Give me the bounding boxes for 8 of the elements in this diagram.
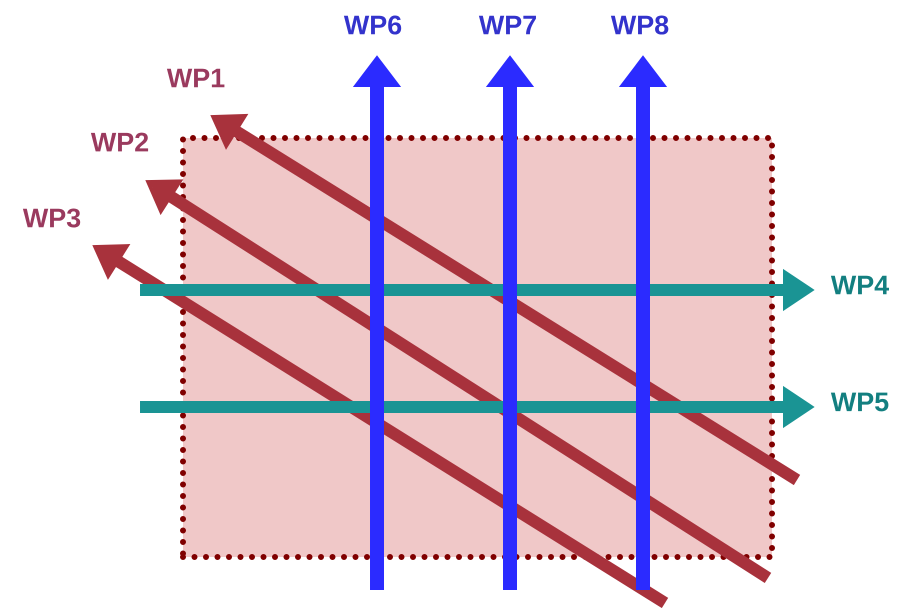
arrow-label: WP4 <box>830 276 889 294</box>
arrow-label: WP1 <box>166 68 224 88</box>
arrow-label: WP5 <box>830 392 888 412</box>
arrow-label: WP8 <box>610 15 668 35</box>
arrow-label: WP6 <box>344 15 402 35</box>
arrow-label: WP7 <box>478 16 536 34</box>
arrow-label: WP2 <box>90 132 148 152</box>
arrow-label: WP3 <box>22 208 80 228</box>
